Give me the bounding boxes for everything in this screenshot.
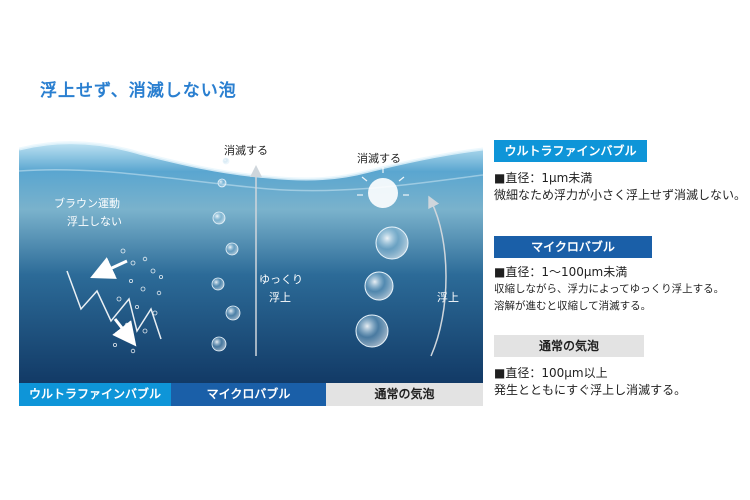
- micro-bubbles: [211, 157, 241, 352]
- brownian-arrow-2: [112, 318, 137, 347]
- legend-normal: 通常の気泡 ■直径：100μm以上 発生とともにすぐ浮上し消滅する。: [494, 335, 744, 399]
- brownian-label-1: ブラウン運動: [54, 196, 120, 210]
- micro-vanish-label: 消滅する: [224, 143, 268, 157]
- water-illustration: ブラウン運動 浮上しない 消滅する ゆっくり 浮上 消滅する 浮上: [19, 141, 483, 383]
- brownian-path: [66, 270, 162, 340]
- legend-ultrafine-diameter: ■直径：1μm未満: [494, 171, 593, 185]
- normal-rise-label: 浮上: [437, 291, 459, 304]
- bottom-label-ultrafine: ウルトラファインバブル: [19, 383, 171, 406]
- water-body: [19, 142, 483, 383]
- normal-rise-arrow: [428, 195, 447, 357]
- legend-normal-badge: 通常の気泡: [494, 335, 644, 357]
- brownian-label-2: 浮上しない: [67, 215, 122, 228]
- legend-micro: マイクロバブル ■直径：1～100μm未満 収縮しながら、浮力によってゆっくり浮…: [494, 236, 744, 315]
- normal-vanish-label: 消滅する: [357, 151, 401, 165]
- legend-normal-diameter: ■直径：100μm以上: [494, 366, 608, 380]
- page-title: 浮上せず、消滅しない泡: [40, 81, 237, 101]
- normal-bubbles: [355, 226, 409, 348]
- legend-normal-desc-1: 発生とともにすぐ浮上し消滅する。: [494, 383, 687, 397]
- legend-ultrafine: ウルトラファインバブル ■直径：1μm未満 微細なため浮力が小さく浮上せず消滅し…: [494, 140, 747, 204]
- bottom-label-micro: マイクロバブル: [171, 383, 326, 406]
- legend-ultrafine-badge: ウルトラファインバブル: [494, 140, 647, 162]
- micro-rise-label-2: 浮上: [269, 291, 291, 304]
- legend-micro-desc-2: 溶解が進むと収縮して消滅する。: [494, 300, 652, 312]
- popping-bubble: [368, 178, 398, 208]
- legend-ultrafine-desc-1: 微細なため浮力が小さく浮上せず消滅しない。: [494, 188, 747, 202]
- bottom-label-normal: 通常の気泡: [326, 383, 483, 406]
- legend-micro-diameter: ■直径：1～100μm未満: [494, 265, 628, 279]
- water-diagram: ブラウン運動 浮上しない 消滅する ゆっくり 浮上 消滅する 浮上 ウルトラファ…: [19, 131, 483, 406]
- micro-rise-label-1: ゆっくり: [259, 273, 303, 286]
- legend-micro-desc-1: 収縮しながら、浮力によってゆっくり浮上する。: [494, 283, 725, 295]
- ultrafine-bubbles: [113, 248, 163, 354]
- legend-micro-badge: マイクロバブル: [494, 236, 652, 258]
- water-surface: [19, 141, 483, 181]
- brownian-arrow-1: [90, 257, 128, 279]
